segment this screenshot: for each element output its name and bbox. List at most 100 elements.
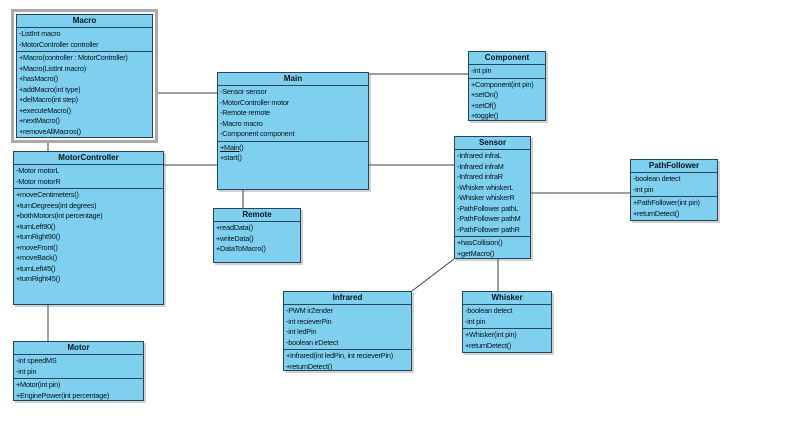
member-row: -Component component — [220, 129, 295, 138]
methods-compartment: +moveCentimeters()+turnDegrees(int degre… — [14, 189, 163, 304]
member-row: -PWM irZender — [286, 306, 333, 315]
member-row: +Whisker(int pin) — [465, 330, 517, 339]
class-sensor[interactable]: Sensor -Infrared infraL-Infrared infraM-… — [454, 136, 531, 259]
member-row: -Motor motorL — [16, 166, 60, 175]
class-whisker[interactable]: Whisker -boolean detect-int pin +Whisker… — [462, 291, 552, 353]
member-row: -Infrared infraL — [457, 151, 502, 160]
member-row: -Whisker whiskerL — [457, 182, 514, 192]
member-row: +nextMacro() — [19, 116, 60, 125]
class-infrared[interactable]: Infrared -PWM irZender-int recieverPin-i… — [283, 291, 412, 371]
member-row: +hasMacro() — [19, 74, 58, 83]
member-row: -MotorController motor — [220, 97, 289, 107]
member-row: -Infrared infraM — [457, 161, 504, 171]
class-title: Macro — [17, 15, 152, 28]
methods-compartment: +Infrared(int ledPin, int recieverPin)+r… — [284, 350, 411, 371]
attributes-compartment: -int speedMS-int pin — [14, 355, 143, 379]
class-component[interactable]: Component -int pin +Component(int pin)+s… — [468, 51, 546, 121]
member-row: -int pin — [465, 316, 486, 326]
member-row: +Main() — [220, 142, 244, 152]
member-row: +turnRight90() — [16, 232, 61, 241]
member-row: -int ledPin — [286, 327, 317, 336]
member-row: +EnginePower(int percentage) — [16, 390, 110, 400]
member-row: +returnDetect() — [633, 208, 680, 218]
member-row: -PathFollower pathL — [457, 203, 519, 213]
member-row: +bothMotors(int percentage) — [16, 211, 103, 220]
attributes-compartment: -boolean detect-int pin — [631, 173, 717, 197]
member-row: -Motor motorR — [16, 176, 61, 186]
class-title: PathFollower — [631, 160, 717, 173]
class-macro[interactable]: Macro -ListInt macro-MotorController con… — [16, 14, 153, 138]
methods-compartment: +Main()+start() — [218, 142, 368, 190]
member-row: +turnRight45() — [16, 274, 61, 283]
methods-compartment: +PathFollower(int pin)+returnDetect() — [631, 197, 717, 220]
member-row: -MotorController controller — [19, 39, 99, 49]
attributes-compartment: -PWM irZender-int recieverPin-int ledPin… — [284, 305, 411, 350]
member-row: +setOn() — [471, 90, 498, 99]
member-row: +turnLeft45() — [16, 263, 56, 273]
class-motor[interactable]: Motor -int speedMS-int pin +Motor(int pi… — [13, 341, 144, 401]
attributes-compartment: -boolean detect-int pin — [463, 305, 551, 329]
attributes-compartment: -Motor motorL-Motor motorR — [14, 165, 163, 189]
member-row: -Remote remote — [220, 108, 270, 117]
member-row: +start() — [220, 153, 242, 162]
member-row: -ListInt macro — [19, 29, 61, 38]
member-row: +toggle() — [471, 111, 499, 120]
member-row: +Macro(ListInt macro) — [19, 63, 86, 73]
member-row: -int recieverPin — [286, 316, 332, 326]
class-title: Infrared — [284, 292, 411, 305]
member-row: +turnLeft90() — [16, 221, 56, 231]
class-title: Motor — [14, 342, 143, 355]
attributes-compartment: -Sensor sensor-MotorController motor-Rem… — [218, 86, 368, 142]
member-row: -Whisker whiskerR — [457, 193, 515, 202]
methods-compartment: +readData()+writeData()+DataToMacro() — [214, 222, 300, 262]
member-row: -int pin — [633, 184, 654, 194]
class-title: Whisker — [463, 292, 551, 305]
member-row: +returnDetect() — [465, 340, 512, 350]
member-row: -Macro macro — [220, 118, 263, 128]
class-main[interactable]: Main -Sensor sensor-MotorController moto… — [217, 72, 369, 190]
member-row: +writeData() — [216, 233, 254, 243]
member-row: +Infrared(int ledPin, int recieverPin) — [286, 351, 393, 360]
member-row: +readData() — [216, 223, 253, 232]
member-row: +Motor(int pin) — [16, 380, 61, 389]
member-row: +moveCentimeters() — [16, 190, 79, 199]
member-row: +getMacro() — [457, 248, 495, 258]
class-title: Remote — [214, 209, 300, 222]
attributes-compartment: -ListInt macro-MotorController controlle… — [17, 28, 152, 52]
class-remote[interactable]: Remote +readData()+writeData()+DataToMac… — [213, 208, 301, 263]
methods-compartment: +Macro(controller : MotorController)+Mac… — [17, 52, 152, 137]
connector-sensor-infrared[interactable] — [411, 258, 455, 292]
member-row: +delMacro(int step) — [19, 95, 78, 104]
member-row: +addMacro(int type) — [19, 84, 81, 94]
methods-compartment: +Whisker(int pin)+returnDetect() — [463, 329, 551, 352]
class-motorcontroller[interactable]: MotorController -Motor motorL-Motor moto… — [13, 151, 164, 305]
member-row: -int pin — [471, 66, 492, 75]
attributes-compartment: -int pin — [469, 65, 545, 79]
member-row: -PathFollower pathM — [457, 214, 521, 223]
methods-compartment: +Motor(int pin)+EnginePower(int percenta… — [14, 379, 143, 400]
methods-compartment: +hasCollision()+getMacro() — [455, 237, 530, 258]
member-row: +Component(int pin) — [471, 79, 534, 89]
attributes-compartment: -Infrared infraL-Infrared infraM-Infrare… — [455, 150, 530, 237]
member-row: +returnDetect() — [286, 361, 333, 371]
member-row: -boolean detect — [633, 174, 681, 183]
member-row: -Infrared infraR — [457, 172, 503, 181]
member-row: +Macro(controller : MotorController) — [19, 53, 128, 62]
member-row: -boolean irDetect — [286, 337, 339, 347]
member-row: -Sensor sensor — [220, 87, 267, 96]
member-row: +moveBack() — [16, 253, 57, 262]
member-row: +setOf() — [471, 100, 496, 110]
member-row: +hasCollision() — [457, 238, 503, 247]
methods-compartment: +Component(int pin)+setOn()+setOf()+togg… — [469, 79, 545, 121]
selection-highlight: Macro -ListInt macro-MotorController con… — [11, 9, 158, 143]
class-title: Sensor — [455, 137, 530, 150]
member-row: +PathFollower(int pin) — [633, 198, 700, 207]
member-row: -int speedMS — [16, 356, 57, 365]
member-row: -int pin — [16, 366, 37, 376]
class-pathfollower[interactable]: PathFollower -boolean detect-int pin +Pa… — [630, 159, 718, 221]
class-title: Main — [218, 73, 368, 86]
member-row: +removeAllMacros() — [19, 126, 81, 136]
class-title: MotorController — [14, 152, 163, 165]
